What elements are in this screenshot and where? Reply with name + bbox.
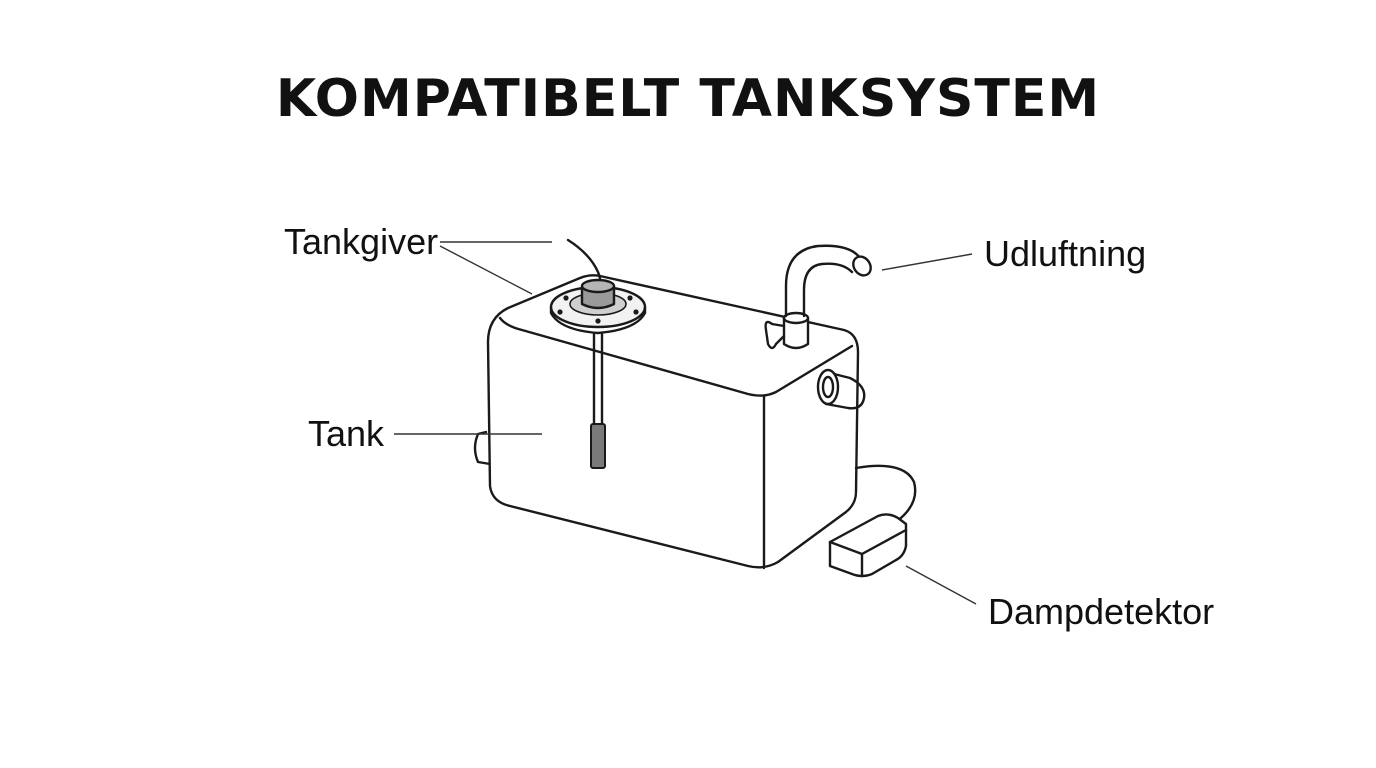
vent-base	[782, 316, 810, 350]
detector-cable	[854, 464, 917, 524]
tank	[473, 274, 866, 570]
label-vapor-detector: Dampdetektor	[988, 591, 1214, 632]
detector-box	[828, 513, 908, 578]
vapor-detector	[828, 464, 917, 578]
label-tank: Tank	[308, 413, 385, 454]
label-tank-sender: Tankgiver	[284, 221, 438, 262]
diagram-title: KOMPATIBELT TANKSYSTEM	[276, 69, 1100, 129]
leader-vent	[881, 253, 973, 271]
leader-detector	[905, 565, 977, 605]
sender-rod	[592, 332, 604, 426]
tank-top-front-edge	[498, 316, 854, 397]
tank-sender	[549, 238, 647, 469]
vent-pipe	[784, 244, 872, 318]
side-port	[816, 368, 866, 410]
vent-valve	[764, 320, 786, 350]
vent	[764, 244, 872, 350]
leader-sender-b	[439, 245, 533, 295]
label-vent: Udluftning	[984, 233, 1146, 274]
leader-lines	[394, 241, 977, 605]
sender-float	[590, 423, 606, 469]
left-inlet	[473, 430, 492, 466]
